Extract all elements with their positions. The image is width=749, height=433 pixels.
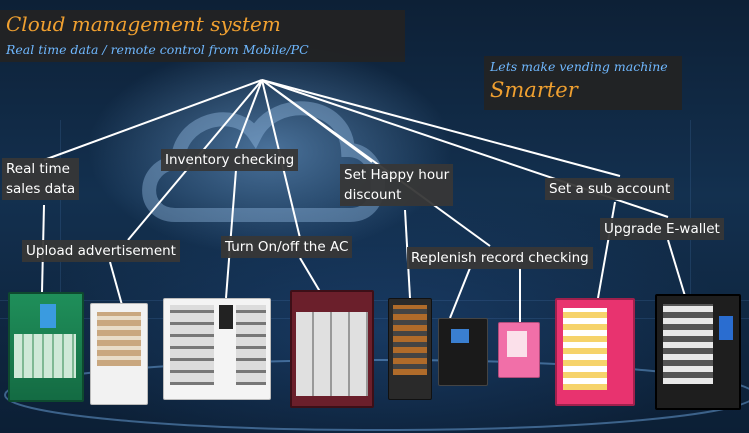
drop-advert: [109, 261, 123, 306]
vending-machine-dark-tall: [388, 298, 432, 400]
machine-window-right: [236, 305, 266, 385]
drop-ac: [299, 257, 323, 296]
machine-window-left: [170, 305, 214, 385]
machine-screen: [219, 305, 233, 329]
feature-sales-line1: Real time: [6, 161, 70, 177]
machine-screen: [451, 329, 469, 343]
feature-sub-account: Set a sub account: [545, 178, 675, 200]
page-title: Cloud management system: [6, 12, 281, 36]
feature-ewallet: Upgrade E-wallet: [600, 218, 724, 240]
circuit-line: [60, 120, 61, 320]
drop-sub: [597, 201, 616, 299]
machine-screen: [40, 304, 56, 328]
drop-inventory: [225, 169, 237, 299]
feature-replenish-label: Replenish record checking: [411, 250, 589, 266]
page-subtitle: Real time data / remote control from Mob…: [6, 42, 309, 57]
feature-happy-line1: Set Happy hour: [344, 167, 450, 183]
title-panel: Cloud management system Real time data /…: [0, 10, 405, 62]
feature-ewallet-label: Upgrade E-wallet: [604, 221, 720, 237]
feature-ac: Turn On/off the AC: [221, 236, 353, 258]
circuit-line: [0, 300, 749, 301]
tagline-line1: Lets make vending machine: [490, 59, 668, 74]
feature-inventory-label: Inventory checking: [165, 152, 295, 168]
machine-window: [97, 312, 141, 366]
feature-inventory: Inventory checking: [161, 149, 299, 171]
vending-machine-pink-small: [498, 322, 540, 378]
wire-inventory: [235, 79, 263, 149]
drop-replenish-a: [449, 267, 471, 319]
wire-sales: [43, 79, 263, 161]
wire-replenish: [261, 79, 491, 247]
feature-advert-label: Upload advertisement: [26, 243, 176, 259]
machine-screen: [719, 316, 733, 340]
machine-window: [393, 305, 427, 375]
vending-machine-locker: [290, 290, 374, 408]
feature-replenish: Replenish record checking: [407, 247, 593, 269]
machine-lockers: [296, 312, 368, 396]
circuit-line: [0, 318, 749, 319]
feature-sales-line2: sales data: [6, 181, 76, 197]
machine-window: [563, 308, 607, 390]
feature-advert: Upload advertisement: [22, 240, 180, 262]
machine-lockers: [14, 334, 76, 378]
drop-ewallet: [667, 239, 686, 297]
floor-ring: [4, 359, 749, 431]
feature-ac-label: Turn On/off the AC: [225, 239, 349, 255]
tagline-line2: Smarter: [490, 78, 578, 102]
machine-window: [507, 331, 527, 357]
vending-machine-white-large: [163, 298, 271, 400]
vending-machine-pink: [555, 298, 635, 406]
wire-sub: [261, 79, 621, 177]
feature-sub-label: Set a sub account: [549, 181, 671, 197]
tagline-panel: Lets make vending machine Smarter: [484, 56, 682, 110]
vending-machine-black: [655, 294, 741, 410]
vending-machine-green: [8, 292, 84, 402]
machine-window: [663, 304, 713, 384]
vending-machine-coffee: [438, 318, 488, 386]
vending-machine-white-small: [90, 303, 148, 405]
feature-happy-line2: discount: [344, 187, 402, 203]
feature-sales: Real time sales data: [2, 158, 80, 200]
feature-happy-hour: Set Happy hour discount: [340, 164, 454, 206]
